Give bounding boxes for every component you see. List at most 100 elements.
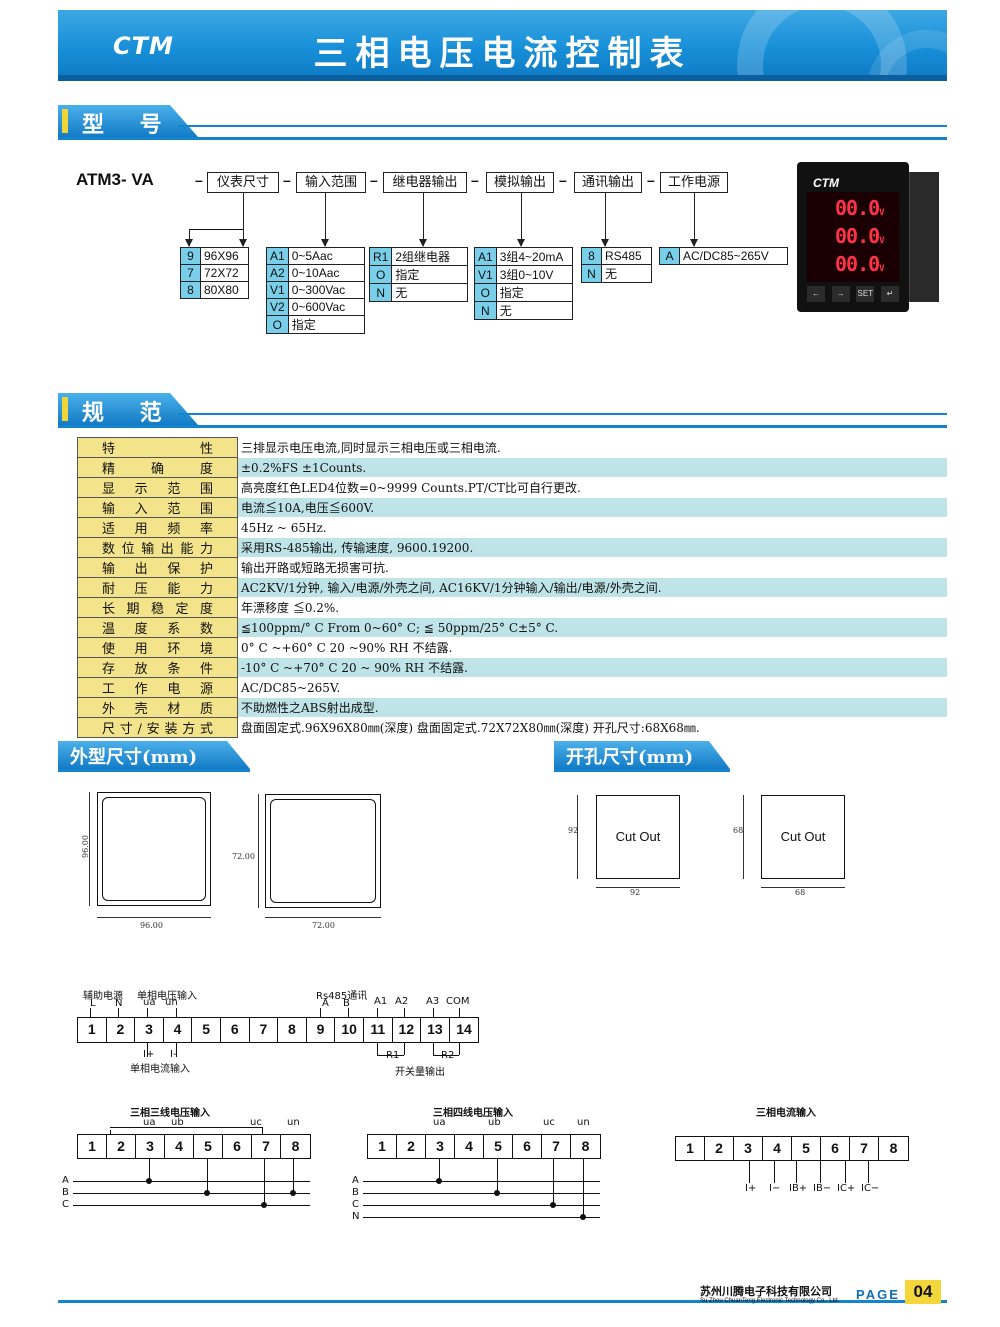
spec-value: AC/DC85~265V. bbox=[237, 677, 947, 698]
set-button-label: SET bbox=[856, 286, 875, 302]
spec-value: 年漂移度 ≦0.2%. bbox=[237, 597, 947, 618]
section-header-cutout: 开孔尺寸(mm) bbox=[554, 741, 730, 772]
label-un: un bbox=[165, 997, 178, 1008]
label-aux-power: 辅助电源 bbox=[83, 991, 123, 1002]
enter-icon: ↵ bbox=[880, 286, 899, 302]
w4-ua: ua bbox=[433, 1117, 446, 1128]
label-ua: ua bbox=[143, 997, 156, 1008]
model-box-comm: 通讯输出 bbox=[574, 172, 642, 193]
w3-title: 三相三线电压输入 bbox=[130, 1108, 210, 1119]
spec-key: 输出保护 bbox=[77, 557, 238, 578]
cutout-68-height: 68 bbox=[733, 826, 744, 835]
w4-phase-C: C bbox=[352, 1199, 359, 1210]
label-single-voltage: 单相电压输入 bbox=[137, 991, 197, 1002]
wi-IB-minus: IB− bbox=[813, 1183, 832, 1194]
label-switch-output: 开关量输出 bbox=[395, 1067, 445, 1078]
outline-72-frame bbox=[265, 794, 381, 908]
spec-row: 精确度±0.2%FS ±1Counts. bbox=[77, 457, 947, 478]
spec-key: 长期稳定度 bbox=[77, 597, 238, 618]
w4-phase-B: B bbox=[352, 1187, 359, 1198]
terminal: 1 bbox=[78, 1135, 107, 1158]
label-R2: R2 bbox=[441, 1050, 455, 1061]
spec-row: 长期稳定度年漂移度 ≦0.2%. bbox=[77, 597, 947, 618]
terminal: 6 bbox=[513, 1135, 542, 1158]
label-L: L bbox=[90, 998, 96, 1009]
w3-phase-B: B bbox=[62, 1187, 69, 1198]
terminal: 6 bbox=[221, 1018, 250, 1042]
model-box-power: 工作电源 bbox=[660, 172, 728, 193]
brand-logo: CTM bbox=[113, 32, 174, 60]
header-banner: CTM 三相电压电流控制表 bbox=[58, 10, 947, 81]
model-box-relay: 继电器输出 bbox=[383, 172, 467, 193]
spec-key: 适用频率 bbox=[77, 517, 238, 538]
spec-value: ≦100ppm/° C From 0~60° C; ≦ 50ppm/25° C±… bbox=[237, 617, 947, 638]
spec-value: 不助燃性之ABS射出成型. bbox=[237, 697, 947, 718]
terminal: 2 bbox=[107, 1135, 136, 1158]
company-name: 苏州川腾电子科技有限公司 bbox=[700, 1285, 832, 1298]
spec-row: 特性三排显示电压电流,同时显示三相电压或三相电流. bbox=[77, 437, 947, 458]
w4-un: un bbox=[577, 1117, 590, 1128]
page-label: PAGE bbox=[856, 1287, 900, 1302]
spec-row: 温度系数≦100ppm/° C From 0~60° C; ≦ 50ppm/25… bbox=[77, 617, 947, 638]
spec-row: 输出保护输出开路或短路无损害可抗. bbox=[77, 557, 947, 578]
terminal: 5 bbox=[484, 1135, 513, 1158]
outline-96-bezel bbox=[102, 797, 206, 901]
spec-key: 输入范围 bbox=[77, 497, 238, 518]
model-box-size: 仪表尺寸 bbox=[207, 172, 279, 193]
cutout-68-width: 68 bbox=[795, 888, 806, 897]
label-single-current: 单相电流输入 bbox=[130, 1064, 190, 1075]
label-I-minus: I- bbox=[170, 1049, 177, 1060]
terminal: 7 bbox=[542, 1135, 571, 1158]
terminal: 2 bbox=[705, 1137, 734, 1160]
terminal: 6 bbox=[223, 1135, 252, 1158]
section-header-outline: 外型尺寸(mm) bbox=[58, 741, 250, 772]
spec-key: 特性 bbox=[77, 437, 238, 458]
wi-I-minus: I− bbox=[769, 1183, 781, 1194]
terminal: 13 bbox=[421, 1018, 450, 1042]
model-box-input: 输入范围 bbox=[296, 172, 366, 193]
spec-value: 三排显示电压电流,同时显示三相电压或三相电流. bbox=[237, 437, 947, 458]
label-A1: A1 bbox=[374, 996, 388, 1007]
outline-72-width: 72.00 bbox=[312, 921, 335, 930]
terminal: 8 bbox=[278, 1018, 307, 1042]
terminal: 3 bbox=[135, 1018, 164, 1042]
terminal: 8 bbox=[581, 1138, 590, 1154]
terminal: 4 bbox=[455, 1135, 484, 1158]
page-number: 04 bbox=[905, 1280, 941, 1304]
w3-ua: ua bbox=[143, 1117, 156, 1128]
meter-product-image: CTM 00.0V 00.0V 00.0V ← → SET ↵ bbox=[797, 162, 939, 320]
spec-value: 45Hz ~ 65Hz. bbox=[237, 517, 947, 538]
spec-key: 使用环境 bbox=[77, 637, 238, 658]
company-name-en: Su Zhou ChuanTeng Electronic Technology … bbox=[700, 1298, 840, 1304]
spec-key: 温度系数 bbox=[77, 617, 238, 638]
cutout-92-height: 92 bbox=[568, 826, 579, 835]
label-N: N bbox=[115, 998, 123, 1009]
spec-key: 存放条件 bbox=[77, 657, 238, 678]
terminal: 4 bbox=[164, 1018, 193, 1042]
terminal: 3 bbox=[136, 1135, 165, 1158]
terminal: 8 bbox=[291, 1138, 300, 1154]
terminal: 5 bbox=[792, 1137, 821, 1160]
terminal: 1 bbox=[78, 1018, 107, 1042]
w4-phase-A: A bbox=[352, 1175, 359, 1186]
terminal: 5 bbox=[194, 1135, 223, 1158]
spec-value: 盘面固定式.96X96X80㎜(深度) 盘面固定式.72X72X80㎜(深度) … bbox=[237, 717, 947, 738]
terminal: 3 bbox=[426, 1135, 455, 1158]
terminal: 5 bbox=[192, 1018, 221, 1042]
spec-key: 数位输出能力 bbox=[77, 537, 238, 558]
w4-ub: ub bbox=[488, 1117, 501, 1128]
model-prefix: ATM3- VA bbox=[76, 170, 154, 189]
wi-title: 三相电流输入 bbox=[756, 1108, 816, 1119]
terminal: 11 bbox=[364, 1018, 393, 1042]
cutout-68-box: Cut Out bbox=[761, 795, 845, 879]
terminal: 1 bbox=[676, 1137, 705, 1160]
terminal: 4 bbox=[165, 1135, 194, 1158]
terminal: 12 bbox=[393, 1018, 422, 1042]
